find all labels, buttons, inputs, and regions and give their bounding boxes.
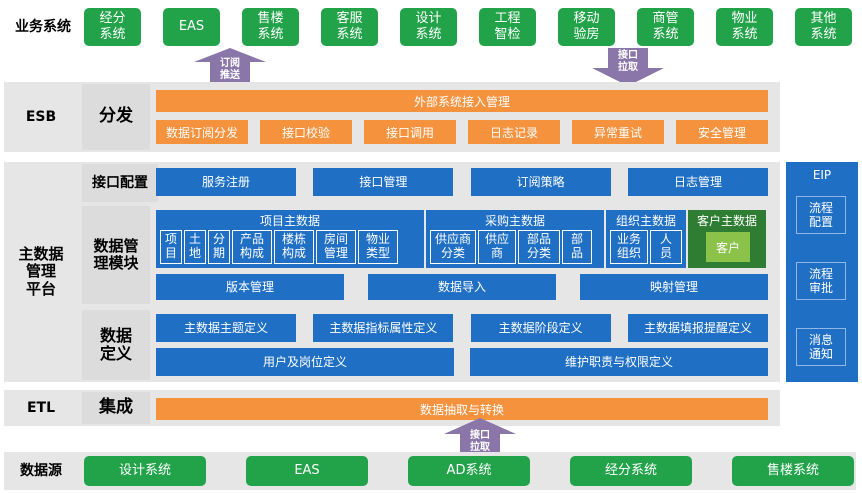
interface-config-label: 接口配置 <box>82 164 158 202</box>
esb-function-box: 接口调用 <box>364 120 456 144</box>
business-layer-label: 业务系统 <box>15 18 71 35</box>
master-data-cell: 部品 分类 <box>518 230 560 264</box>
eip-item-box: 流程 配置 <box>796 196 846 234</box>
master-data-cell: 分 期 <box>208 230 230 264</box>
etl-layer-label: ETL <box>26 399 56 416</box>
business-system-box: 商管 系统 <box>637 8 694 46</box>
data-extract-transform-bar: 数据抽取与转换 <box>156 398 768 420</box>
data-definition-label: 数据 定义 <box>82 310 150 380</box>
esb-function-box: 安全管理 <box>676 120 768 144</box>
interface-pull-bottom-label: 接口 拉取 <box>470 430 490 453</box>
customer-cell: 客户 <box>706 232 750 262</box>
interface-config-box: 订阅策略 <box>470 168 611 196</box>
etl-sub-label: 集成 <box>82 392 150 424</box>
mdm-layer-label: 主数据 管理 平台 <box>18 245 64 298</box>
business-system-box: 其他 系统 <box>795 8 852 46</box>
esb-function-box: 日志记录 <box>468 120 560 144</box>
master-data-cell: 物业 类型 <box>358 230 398 264</box>
master-data-cell: 人 员 <box>650 230 682 264</box>
master-data-cell: 楼栋 构成 <box>274 230 314 264</box>
business-system-box: 售楼 系统 <box>242 8 299 46</box>
subscribe-push-label: 订阅 推送 <box>220 58 240 81</box>
definition-box: 主数据填报提醒定义 <box>628 314 768 342</box>
org-master-title: 组织主数据 <box>615 214 676 228</box>
external-access-bar: 外部系统接入管理 <box>156 90 768 112</box>
interface-pull-top-label: 接口 拉取 <box>618 50 638 73</box>
data-module-function-box: 映射管理 <box>580 274 768 300</box>
org-master-group <box>606 210 686 268</box>
business-system-box: 设计 系统 <box>400 8 457 46</box>
source-system-box: 售楼系统 <box>732 456 854 486</box>
master-data-cell: 供应 商 <box>478 230 516 264</box>
esb-sub-label: 分发 <box>82 84 150 150</box>
master-data-cell: 土 地 <box>184 230 206 264</box>
interface-pull-top-arrow <box>592 48 664 86</box>
business-system-box: 经分 系统 <box>84 8 141 46</box>
master-data-cell: 产品 构成 <box>232 230 272 264</box>
definition-box: 主数据指标属性定义 <box>313 314 454 342</box>
master-data-cell: 供应商 分类 <box>430 230 476 264</box>
esb-layer-label: ESB <box>25 108 57 125</box>
project-master-title: 项目主数据 <box>259 214 320 228</box>
esb-function-box: 数据订阅分发 <box>156 120 248 144</box>
source-system-box: 设计系统 <box>84 456 206 486</box>
definition-box: 主数据主题定义 <box>156 314 296 342</box>
source-system-box: AD系统 <box>408 456 530 486</box>
interface-pull-bottom-arrow <box>444 418 516 458</box>
definition-box: 维护职责与权限定义 <box>470 348 768 376</box>
data-module-label: 数据管 理模块 <box>82 206 150 304</box>
eip-title: EIP <box>812 168 832 182</box>
business-system-box: 物业 系统 <box>716 8 773 46</box>
project-master-group <box>156 210 424 268</box>
master-data-cell: 部 品 <box>562 230 592 264</box>
eip-item-box: 流程 审批 <box>796 262 846 300</box>
business-system-box: 工程 智检 <box>479 8 536 46</box>
master-data-cell: 房间 管理 <box>316 230 356 264</box>
master-data-cell: 项 目 <box>160 230 182 264</box>
eip-item-box: 消息 通知 <box>796 328 846 366</box>
master-data-cell: 业务 组织 <box>610 230 648 264</box>
business-system-box: EAS <box>163 8 220 46</box>
source-layer-label: 数据源 <box>20 462 62 479</box>
supply-master-title: 采购主数据 <box>484 214 545 228</box>
interface-config-box: 日志管理 <box>628 168 768 196</box>
definition-box: 主数据阶段定义 <box>470 314 611 342</box>
data-module-function-box: 数据导入 <box>368 274 556 300</box>
subscribe-push-arrow <box>194 48 266 84</box>
source-system-box: 经分系统 <box>570 456 692 486</box>
business-system-box: 客服 系统 <box>321 8 378 46</box>
customer-master-title: 客户主数据 <box>696 214 757 228</box>
data-module-function-box: 版本管理 <box>156 274 344 300</box>
interface-config-box: 服务注册 <box>156 168 296 196</box>
esb-function-box: 接口校验 <box>260 120 352 144</box>
business-system-box: 移动 验房 <box>558 8 615 46</box>
interface-config-box: 接口管理 <box>313 168 454 196</box>
definition-box: 用户及岗位定义 <box>156 348 454 376</box>
esb-function-box: 异常重试 <box>572 120 664 144</box>
source-system-box: EAS <box>246 456 368 486</box>
